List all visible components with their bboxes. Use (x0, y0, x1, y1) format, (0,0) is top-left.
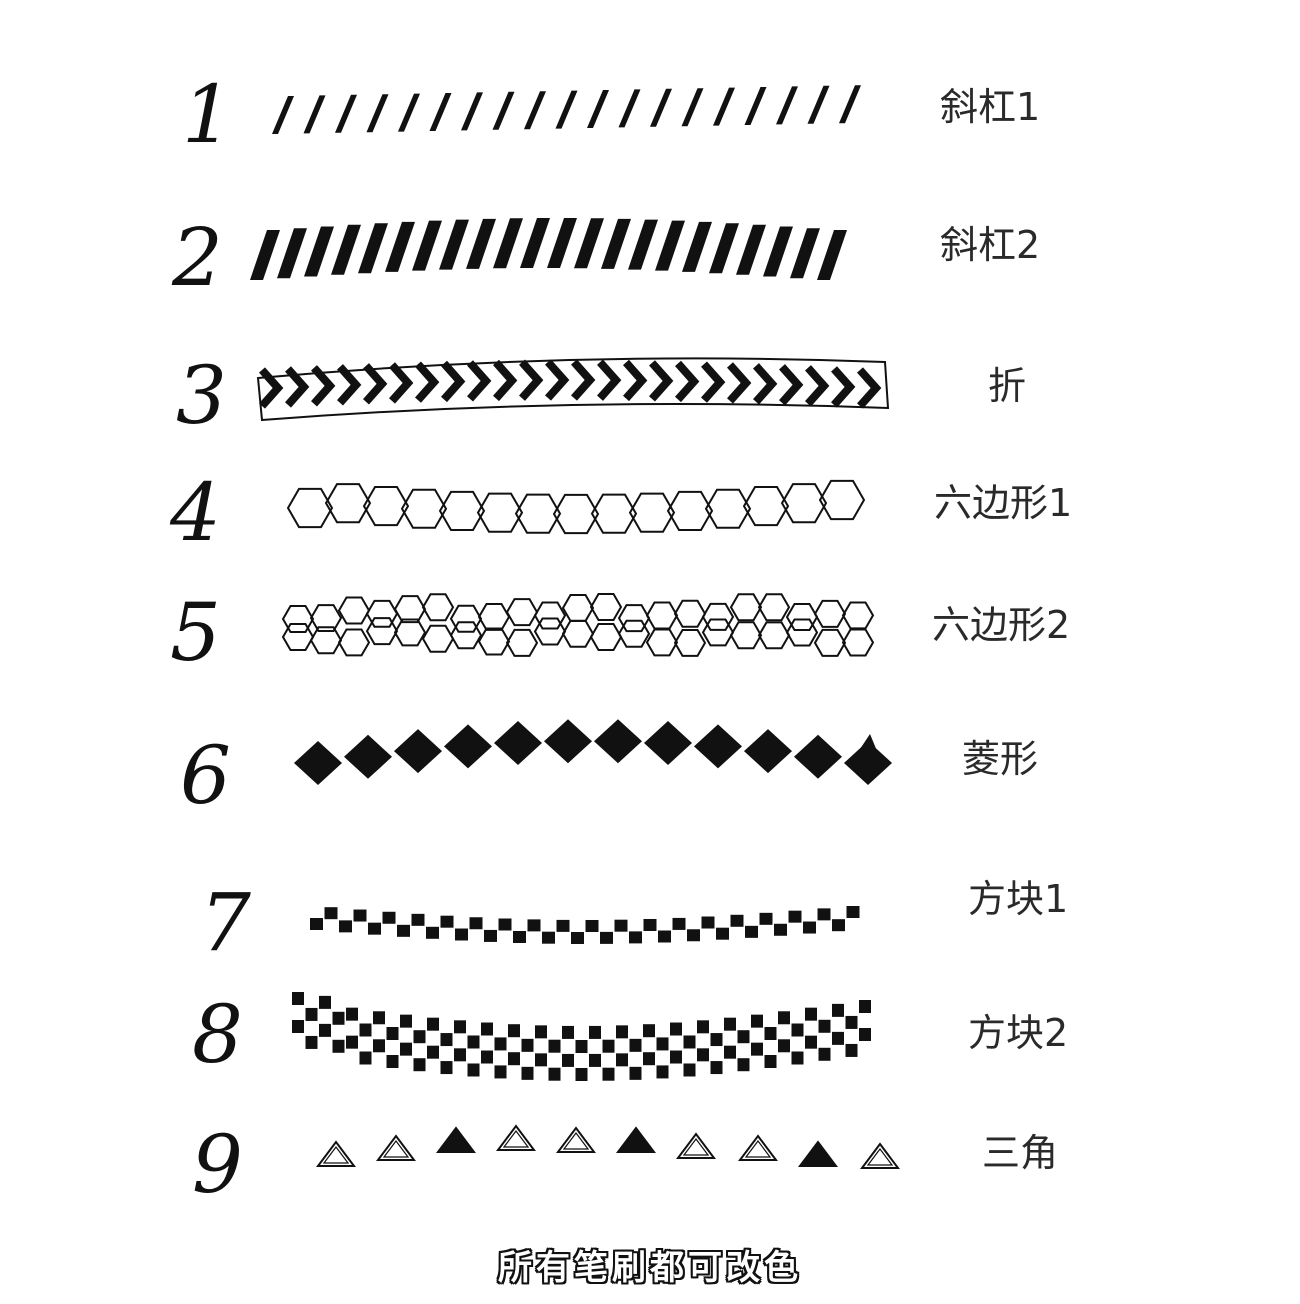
brush-label-6: 菱形 (962, 737, 1039, 781)
stroke-chevron (256, 357, 890, 422)
stroke-hexagon-2 (281, 593, 875, 657)
brush-number-4: 4 (169, 466, 221, 559)
brush-number-5: 5 (170, 586, 221, 679)
stroke-checker-1 (310, 906, 860, 944)
stroke-hexagon-1 (286, 479, 866, 535)
footer-note: 所有笔刷都可改色 (498, 1248, 802, 1288)
brush-label-2: 斜杠2 (940, 223, 1041, 267)
stroke-slash-2 (250, 218, 847, 280)
brush-number-1: 1 (182, 68, 233, 161)
stroke-slash-1 (272, 85, 861, 134)
brush-number-8: 8 (192, 988, 243, 1081)
stroke-triangle (316, 1124, 900, 1169)
brush-number-3: 3 (176, 349, 227, 442)
brush-number-9: 9 (192, 1118, 243, 1211)
brush-number-2: 2 (171, 211, 223, 304)
brush-label-8: 方块2 (968, 1011, 1069, 1055)
brush-label-9: 三角 (982, 1131, 1059, 1175)
brush-label-5: 六边形2 (932, 603, 1071, 647)
brush-label-3: 折 (988, 364, 1027, 408)
stroke-checker-2 (292, 992, 871, 1081)
brush-label-1: 斜杠1 (940, 85, 1041, 129)
brush-label-4: 六边形1 (934, 481, 1073, 525)
brush-label-7: 方块1 (968, 877, 1069, 921)
brush-number-6: 6 (180, 729, 231, 822)
brush-number-7: 7 (200, 876, 251, 969)
stroke-diamond (294, 719, 892, 785)
